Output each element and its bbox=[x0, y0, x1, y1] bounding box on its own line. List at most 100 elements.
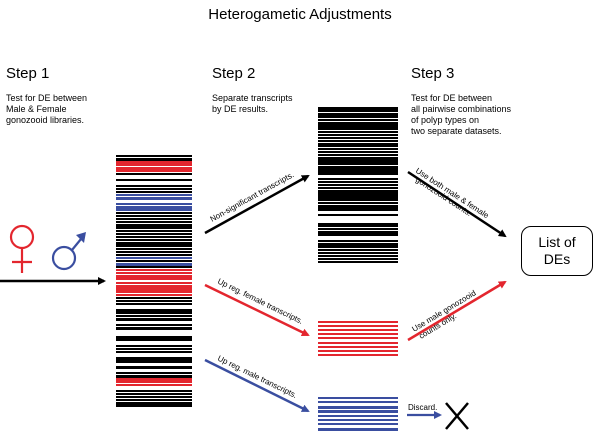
transcript-stripe bbox=[116, 167, 192, 171]
transcript-stripe bbox=[318, 397, 398, 399]
transcript-stripe bbox=[318, 225, 398, 228]
non-significant-transcripts-block bbox=[318, 104, 398, 264]
transcript-stripe bbox=[116, 233, 192, 236]
male-symbol-icon bbox=[51, 232, 86, 271]
transcript-stripe bbox=[318, 345, 398, 348]
transcript-stripe bbox=[318, 207, 398, 211]
transcript-stripe bbox=[116, 203, 192, 206]
transcript-stripe bbox=[318, 240, 398, 243]
transcript-stripe bbox=[116, 284, 192, 288]
transcript-stripe bbox=[116, 281, 192, 284]
transcript-stripe bbox=[116, 290, 192, 293]
transcript-stripe bbox=[116, 179, 192, 182]
transcript-stripe bbox=[318, 124, 398, 128]
all-transcripts-block bbox=[116, 155, 192, 408]
transcript-stripe bbox=[116, 254, 192, 257]
transcript-stripe bbox=[116, 359, 192, 363]
transcript-stripe bbox=[318, 423, 398, 426]
transcript-stripe bbox=[318, 228, 398, 231]
transcript-stripe bbox=[116, 194, 192, 197]
transcript-stripe bbox=[318, 169, 398, 173]
transcript-stripe bbox=[116, 221, 192, 224]
transcript-stripe bbox=[318, 181, 398, 184]
transcript-stripe bbox=[318, 195, 398, 199]
result-line-1: List of bbox=[538, 234, 576, 250]
transcript-stripe bbox=[318, 184, 398, 186]
transcript-stripe bbox=[318, 401, 398, 404]
transcript-stripe bbox=[318, 189, 398, 193]
transcript-stripe bbox=[116, 269, 192, 272]
transcript-stripe bbox=[116, 161, 192, 165]
transcript-stripe bbox=[318, 121, 398, 125]
transcript-stripe bbox=[318, 115, 398, 118]
transcript-stripe bbox=[116, 164, 192, 167]
transcript-stripe bbox=[116, 212, 192, 215]
step-1-label: Step 1 bbox=[6, 65, 50, 82]
transcript-stripe bbox=[318, 172, 398, 176]
transcript-stripe bbox=[318, 186, 398, 189]
transcript-stripe bbox=[318, 112, 398, 116]
transcript-stripe bbox=[318, 410, 398, 414]
transcript-stripe bbox=[318, 234, 398, 237]
transcript-stripe bbox=[116, 383, 192, 386]
transcript-stripe bbox=[318, 178, 398, 181]
transcript-stripe bbox=[318, 157, 398, 161]
transcript-stripe bbox=[318, 198, 398, 201]
transcript-stripe bbox=[116, 155, 192, 157]
female-symbol-icon bbox=[9, 224, 35, 273]
transcript-stripe bbox=[116, 236, 192, 239]
result-line-2: DEs bbox=[543, 251, 571, 267]
transcript-stripe bbox=[116, 218, 192, 221]
step-3-label: Step 3 bbox=[411, 65, 455, 82]
transcript-stripe bbox=[318, 133, 398, 136]
transcript-stripe bbox=[116, 257, 192, 260]
transcript-stripe bbox=[116, 242, 192, 246]
step-2-label: Step 2 bbox=[212, 65, 256, 82]
up-male-arrow bbox=[204, 358, 310, 413]
transcript-stripe bbox=[318, 130, 398, 133]
transcript-stripe bbox=[116, 401, 192, 405]
transcript-stripe bbox=[116, 380, 192, 383]
transcript-stripe bbox=[318, 166, 398, 170]
transcript-stripe bbox=[116, 272, 192, 275]
male-transcripts-block bbox=[318, 397, 398, 432]
transcript-stripe bbox=[116, 251, 192, 254]
transcript-stripe bbox=[116, 206, 192, 210]
transcript-stripe bbox=[318, 154, 398, 157]
transcript-stripe bbox=[318, 163, 398, 166]
transcript-stripe bbox=[116, 197, 192, 201]
transcript-stripe bbox=[318, 341, 398, 344]
transcript-stripe bbox=[318, 139, 398, 142]
transcript-stripe bbox=[116, 275, 192, 279]
transcript-stripe bbox=[318, 261, 398, 264]
transcript-stripe bbox=[116, 296, 192, 299]
transcript-stripe bbox=[318, 255, 398, 258]
transcript-stripe bbox=[318, 258, 398, 261]
discard-label: Discard. bbox=[408, 403, 437, 412]
step-2-description: Separate transcripts by DE results. bbox=[212, 93, 293, 114]
transcript-stripe bbox=[318, 201, 398, 204]
transcript-stripe bbox=[318, 148, 398, 151]
transcript-stripe bbox=[116, 371, 192, 374]
x-mark-icon bbox=[445, 402, 469, 430]
transcript-stripe bbox=[318, 337, 398, 340]
transcript-stripe bbox=[116, 365, 192, 369]
transcript-stripe bbox=[116, 389, 192, 392]
transcript-stripe bbox=[116, 245, 192, 248]
transcript-stripe bbox=[116, 347, 192, 350]
transcript-stripe bbox=[116, 404, 192, 407]
transcript-stripe bbox=[318, 204, 398, 208]
transcript-stripe bbox=[318, 414, 398, 417]
transcript-stripe bbox=[116, 356, 192, 360]
transcript-stripe bbox=[318, 109, 398, 112]
transcript-stripe bbox=[318, 145, 398, 148]
transcript-stripe bbox=[318, 353, 398, 356]
transcript-stripe bbox=[116, 266, 192, 269]
transcript-stripe bbox=[116, 323, 192, 326]
transcript-stripe bbox=[116, 173, 192, 176]
transcript-stripe bbox=[318, 252, 398, 255]
transcript-stripe bbox=[318, 349, 398, 352]
transcript-stripe bbox=[318, 329, 398, 332]
transcript-stripe bbox=[116, 314, 192, 317]
transcript-stripe bbox=[116, 224, 192, 228]
